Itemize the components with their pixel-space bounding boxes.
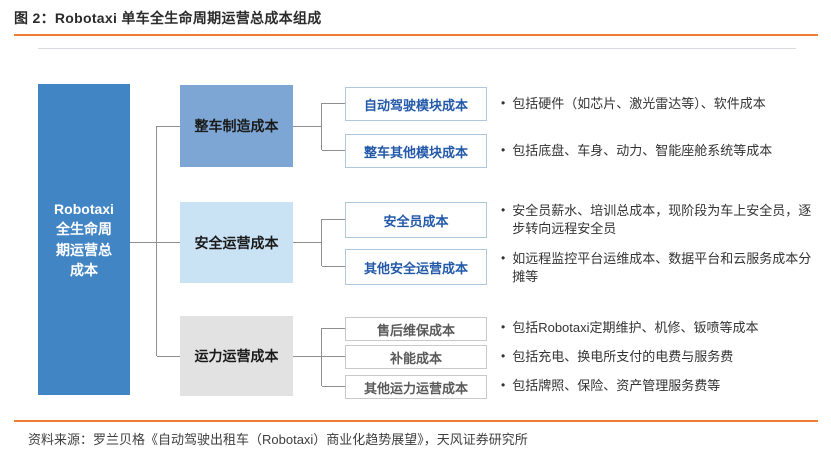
bullet-marker: • [501,251,506,265]
level2-label: 补能成本 [389,350,442,366]
level2-node-other-safety-operation-cost: 其他安全运营成本 [345,249,487,285]
source-divider-line [14,420,818,422]
level1-label: 整车制造成本 [194,118,279,134]
connector-line [322,103,345,104]
level2-node-other-vehicle-module-cost: 整车其他模块成本 [345,134,487,168]
bullet-text: 包括充电、换电所支付的电费与服务费 [512,349,734,364]
connector-line [322,328,345,329]
bullet-item: • 包括牌照、保险、资产管理服务费等 [501,377,816,395]
root-node-total-cost: Robotaxi 全生命周 期运营总 成本 [38,84,130,395]
bullet-text: 包括牌照、保险、资产管理服务费等 [512,378,721,393]
connector-line [157,126,180,127]
level2-label: 售后维保成本 [376,322,455,338]
connector-line [293,356,321,357]
bullet-item: • 包括硬件（如芯片、激光雷达等）、软件成本 [501,95,816,113]
bullet-marker: • [501,378,506,392]
bullet-marker: • [501,203,506,217]
bullet-item: • 包括充电、换电所支付的电费与服务费 [501,348,816,366]
bullet-text: 安全员薪水、培训总成本，现阶段为车上安全员，逐步转向远程安全员 [512,203,812,236]
bullet-marker: • [501,320,506,334]
bullet-item: • 如远程监控平台运维成本、数据平台和云服务成本分摊等 [501,250,816,285]
level1-label: 运力运营成本 [194,348,279,364]
level2-label: 其他安全运营成本 [363,260,468,276]
level2-label: 整车其他模块成本 [363,144,468,160]
connector-line [321,103,322,150]
bullet-item: • 包括Robotaxi定期维护、机修、钣喷等成本 [501,319,816,337]
bullet-marker: • [501,349,506,363]
title-divider-line [14,34,818,36]
connector-line [322,150,345,151]
connector-line [156,126,157,356]
connector-line [322,386,345,387]
source-note: 资料来源：罗兰贝格《自动驾驶出租车（Robotaxi）商业化趋势展望》，天风证券… [28,432,528,447]
bullet-item: • 包括底盘、车身、动力、智能座舱系统等成本 [501,142,816,160]
connector-line [321,328,322,386]
level1-label: 安全运营成本 [194,234,279,251]
level2-node-aftersales-maintenance-cost: 售后维保成本 [345,317,487,341]
bullet-marker: • [501,96,506,110]
connector-line [157,242,180,243]
connector-line [322,356,345,357]
connector-line [293,242,321,243]
figure-title: 图 2：Robotaxi 单车全生命周期运营总成本组成 [14,10,322,26]
bullet-item: • 安全员薪水、培训总成本，现阶段为车上安全员，逐步转向远程安全员 [501,202,816,237]
level1-node-capacity-operation-cost: 运力运营成本 [180,316,293,396]
level1-node-vehicle-manufacturing-cost: 整车制造成本 [180,85,293,167]
level2-node-autonomous-driving-module-cost: 自动驾驶模块成本 [345,87,487,121]
level2-node-recharging-cost: 补能成本 [345,345,487,369]
connector-line [322,266,345,267]
connector-line [322,219,345,220]
level2-label: 自动驾驶模块成本 [363,97,468,113]
bullet-marker: • [501,143,506,157]
level2-node-other-capacity-operation-cost: 其他运力运营成本 [345,375,487,399]
connector-line [321,219,322,266]
bullet-text: 包括Robotaxi定期维护、机修、钣喷等成本 [512,320,759,335]
chart-area-top-border [38,48,796,49]
root-node-label: Robotaxi 全生命周 期运营总 成本 [54,200,114,278]
connector-line [293,126,321,127]
level2-label: 其他运力运营成本 [363,380,468,396]
level1-node-safety-operation-cost: 安全运营成本 [180,202,293,283]
bullet-text: 包括硬件（如芯片、激光雷达等）、软件成本 [512,96,766,111]
bullet-text: 如远程监控平台运维成本、数据平台和云服务成本分摊等 [512,251,812,284]
level2-label: 安全员成本 [383,213,449,229]
connector-line [157,356,180,357]
bullet-text: 包括底盘、车身、动力、智能座舱系统等成本 [512,143,773,158]
connector-line [130,242,156,243]
level2-node-safety-officer-cost: 安全员成本 [345,202,487,238]
